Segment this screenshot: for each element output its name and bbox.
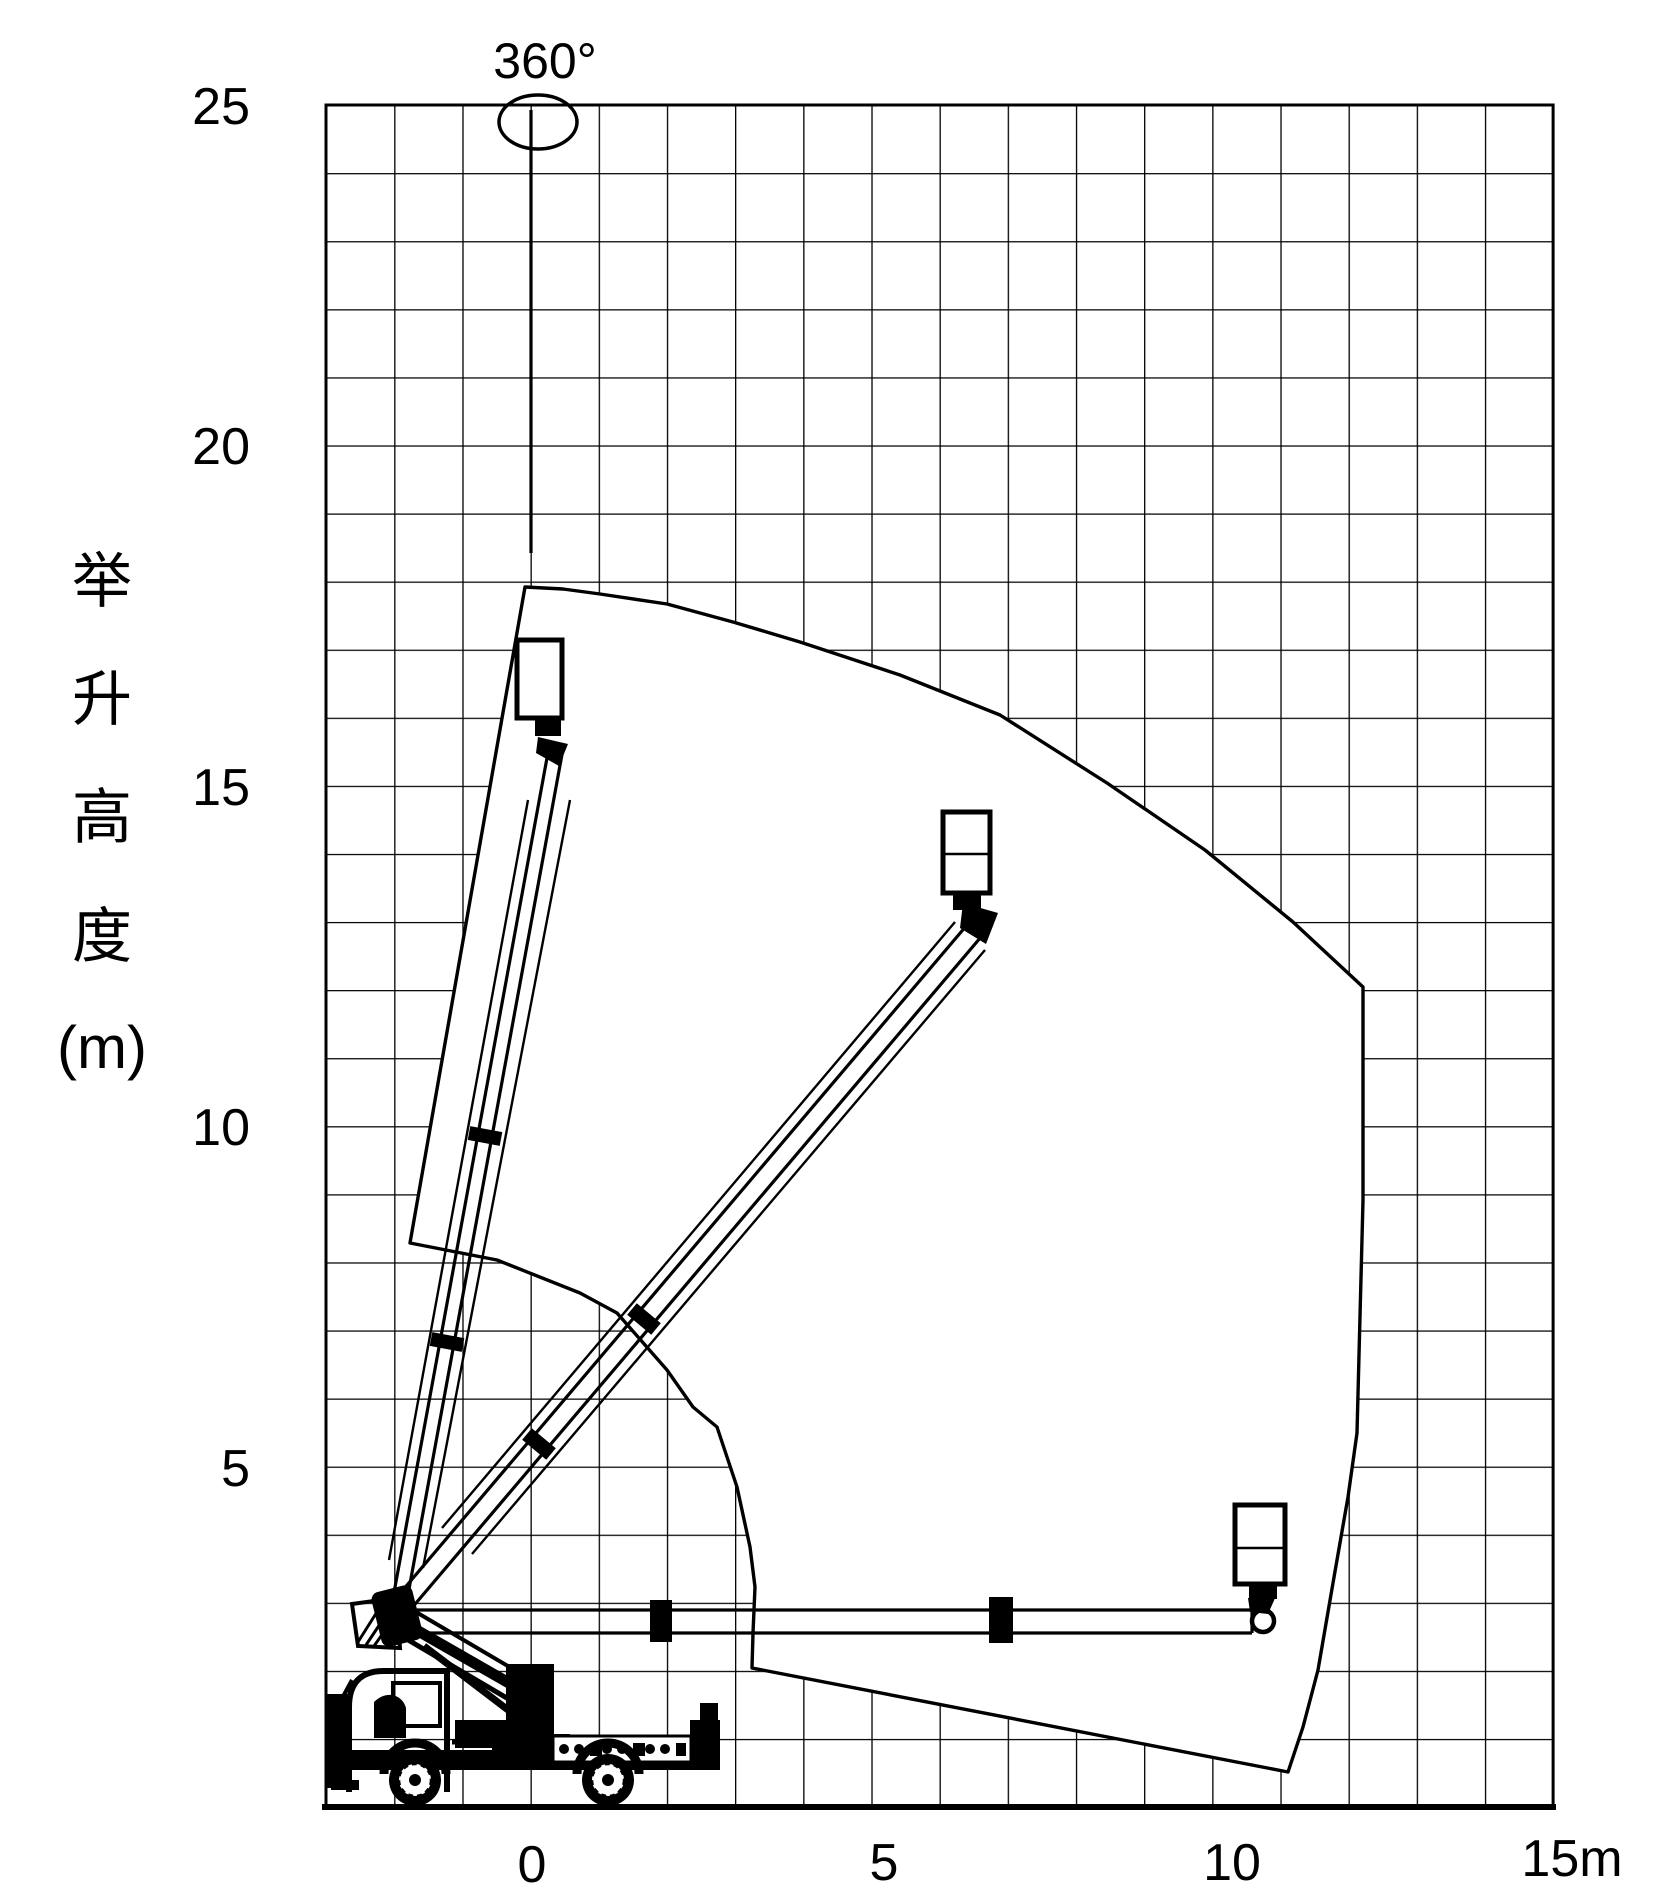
luff-cylinder (421, 1643, 519, 1719)
front-step (331, 1780, 359, 1790)
platform-mount (535, 716, 561, 736)
y-tick-5: 5 (221, 1440, 250, 1498)
slew-indicator (497, 93, 579, 553)
pivot-assembly (349, 1585, 570, 1752)
platform-box (1232, 1502, 1288, 1587)
platform-box (940, 809, 993, 896)
y-axis-title-unit: (m) (57, 1014, 147, 1081)
telescope-joint (989, 1597, 1013, 1643)
boom-mid (389, 903, 998, 1618)
slew-angle-label: 360° (493, 33, 596, 89)
axis-labels: 360° 25 20 15 10 5 举 升 高 度 (m) 0 5 10 15… (57, 33, 1623, 1894)
y-tick-15: 15 (192, 759, 250, 817)
y-axis-title-char: 举 (72, 548, 132, 615)
wheel-arch (572, 1738, 644, 1775)
y-axis-title-char: 高 (72, 784, 132, 851)
wrist-wedge (1248, 1596, 1276, 1614)
telescope-joint (467, 1126, 503, 1146)
front-wheel (389, 1754, 441, 1806)
x-tick-5: 5 (870, 1834, 899, 1892)
platform-mount (953, 891, 981, 910)
turret-pedestal (506, 1664, 554, 1740)
slew-ellipse (497, 93, 579, 151)
telescope-joint (429, 1332, 465, 1352)
telescope-joint (650, 1600, 672, 1642)
x-tick-15m: 15m (1521, 1830, 1622, 1888)
telescope-joint (627, 1303, 661, 1335)
rear-wheel (582, 1754, 634, 1806)
x-tick-0: 0 (518, 1836, 547, 1894)
working-envelope-area (408, 585, 1365, 1774)
boom-horizontal (402, 1596, 1277, 1643)
truck (327, 1668, 720, 1806)
wrist-wedge (960, 903, 998, 944)
rear-equipment (700, 1703, 718, 1721)
y-tick-25: 25 (192, 78, 250, 136)
y-tick-20: 20 (192, 418, 250, 476)
x-tick-10: 10 (1203, 1834, 1261, 1892)
front-bumper (327, 1694, 351, 1788)
boom-raised (387, 737, 572, 1612)
y-tick-10: 10 (192, 1099, 250, 1157)
telescope-joint (522, 1428, 556, 1460)
platform-raised (514, 637, 565, 736)
platform-box (514, 637, 565, 721)
equipment-box (455, 1720, 513, 1748)
y-axis-title-char: 度 (72, 903, 132, 970)
wheel-arch (379, 1738, 451, 1775)
y-axis-title-char: 升 (72, 666, 132, 733)
cab-seat (374, 1694, 406, 1738)
rear-equipment (690, 1720, 720, 1750)
platform-mid (940, 809, 993, 910)
platform-horizontal (1232, 1502, 1288, 1599)
basket-rest-bracket (349, 1595, 403, 1651)
wrist-wedge (536, 737, 568, 766)
